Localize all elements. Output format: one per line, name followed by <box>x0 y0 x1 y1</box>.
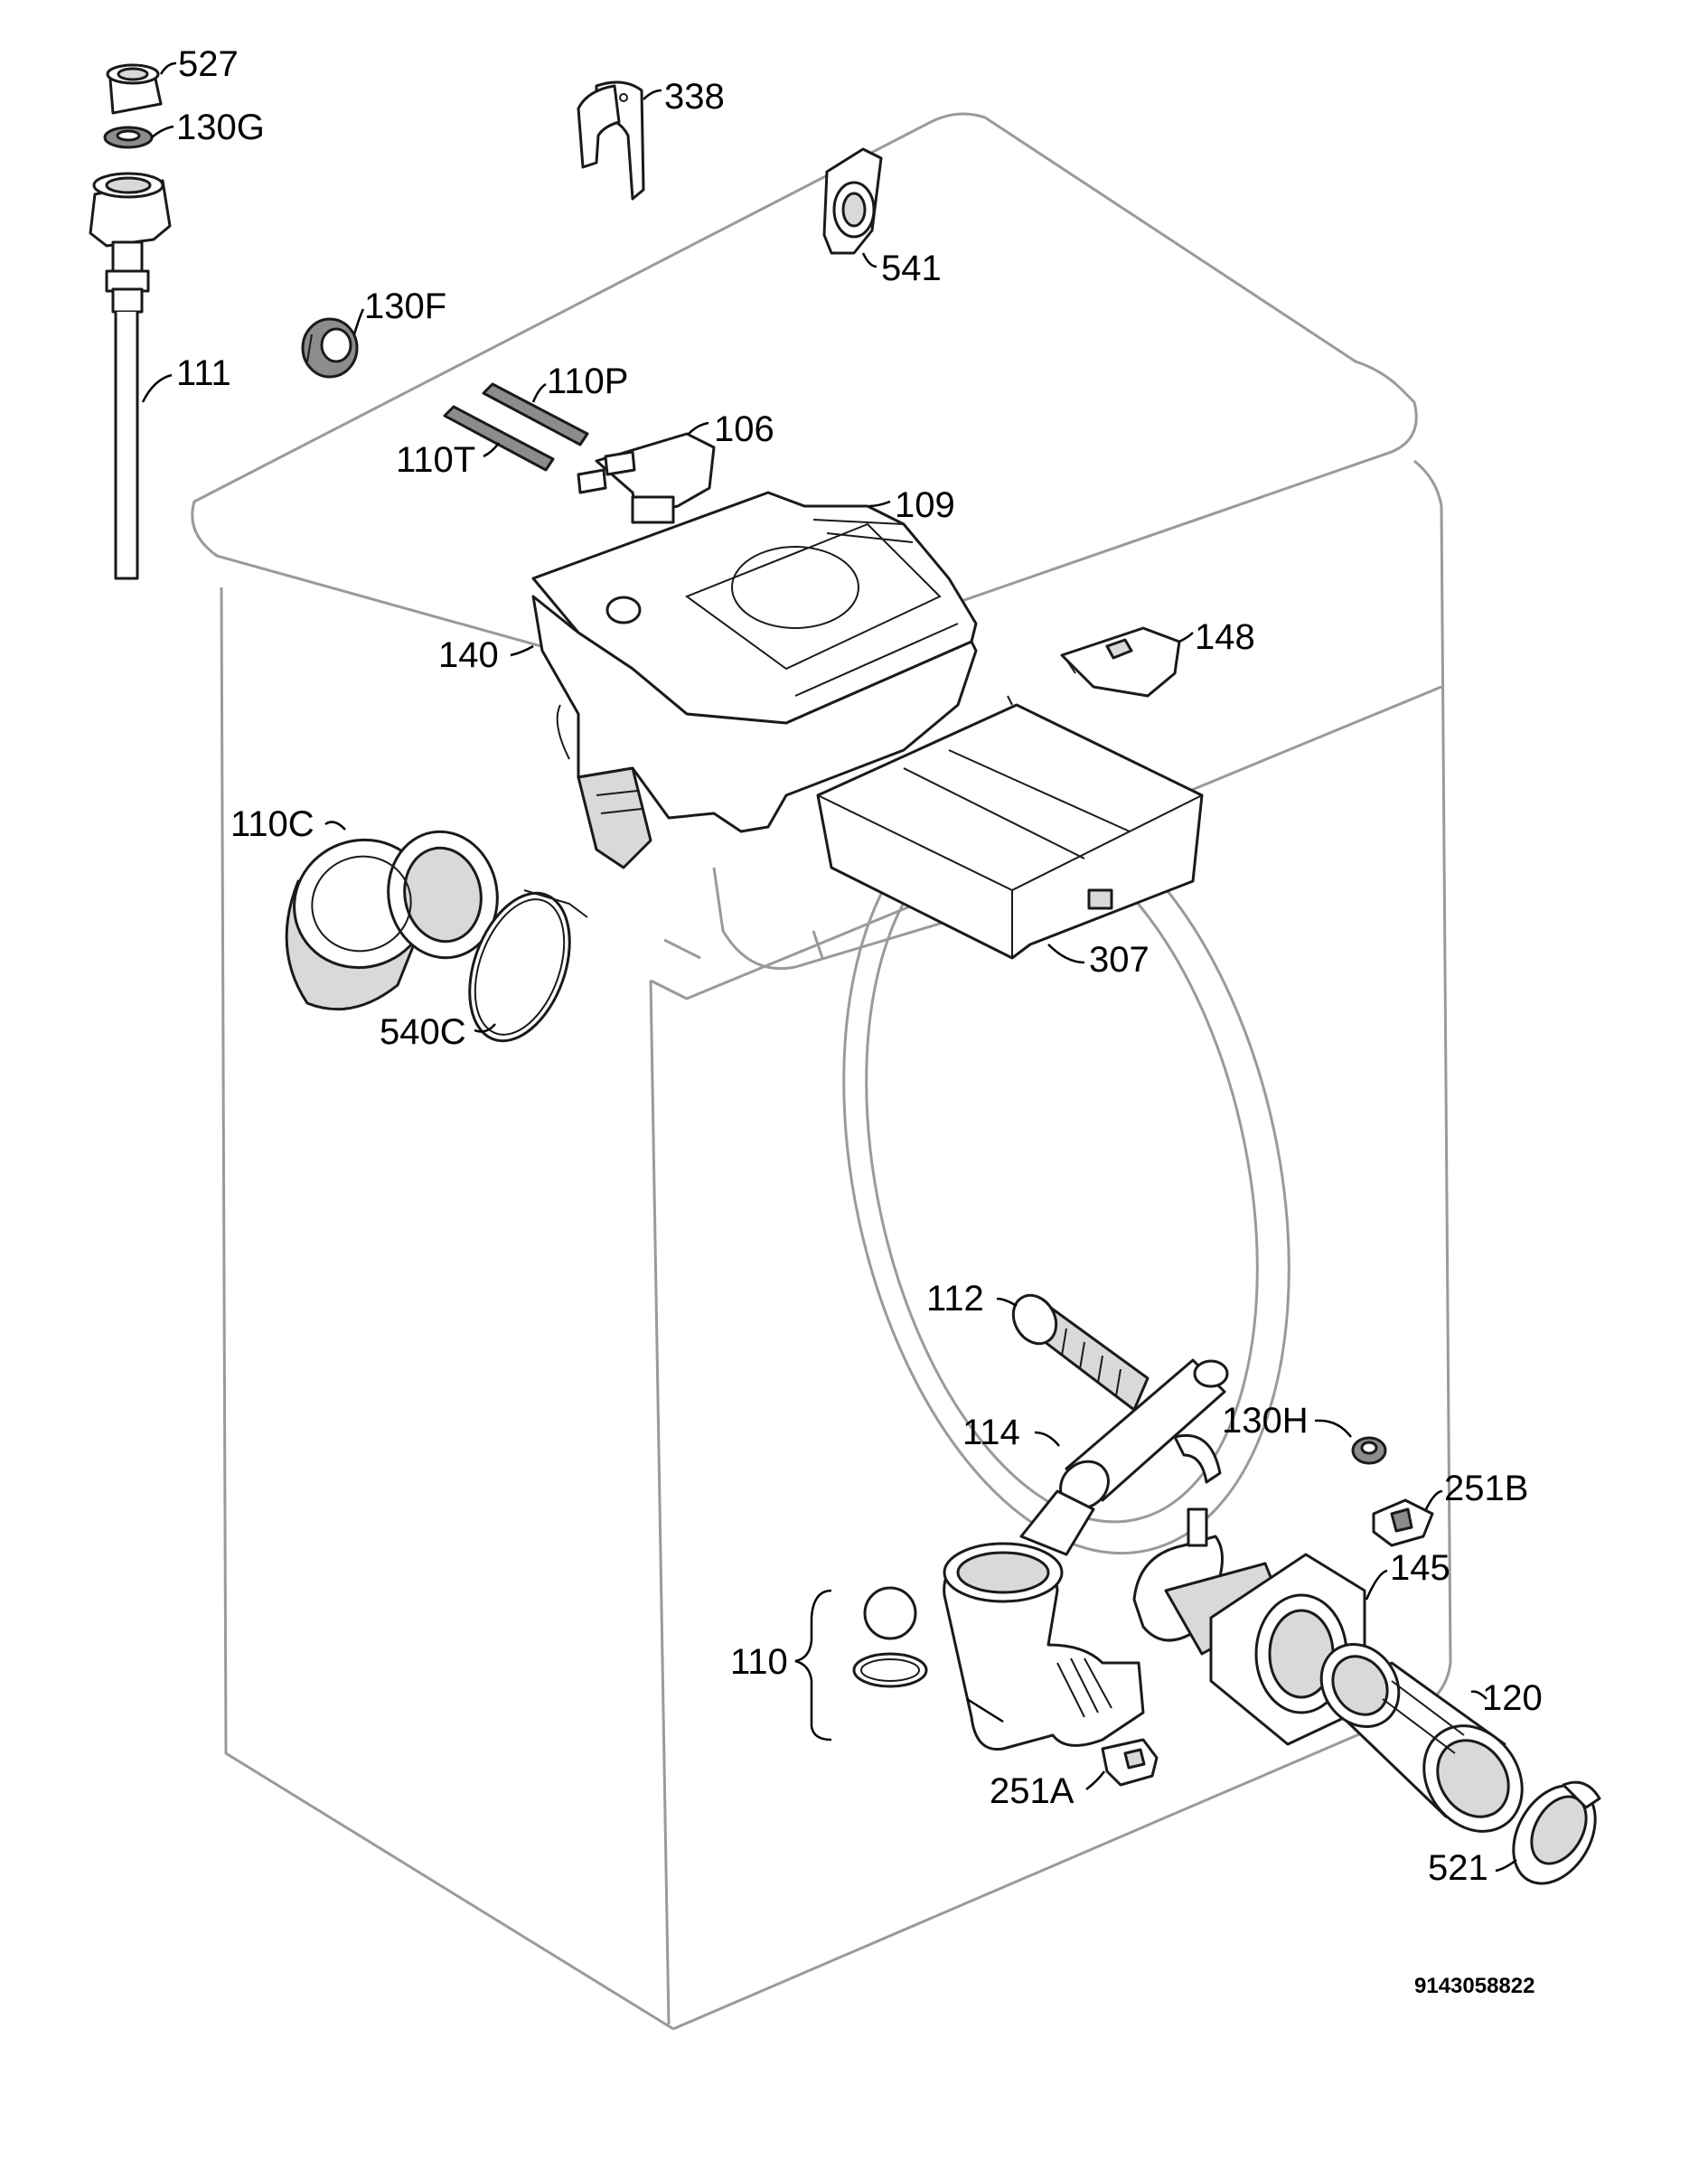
part-251B-clip <box>1372 1498 1434 1547</box>
machine-front-panel-line-2 <box>663 938 701 960</box>
label-541: 541 <box>881 249 942 288</box>
label-251B: 251B <box>1444 1469 1528 1508</box>
part-527-hose-nut <box>106 63 163 115</box>
label-130G: 130G <box>176 108 265 147</box>
part-110T-tube <box>443 405 555 472</box>
part-521-filter-cap <box>1512 1780 1601 1885</box>
part-140-housing-body <box>531 595 978 869</box>
part-148-siphon-cap <box>1060 626 1181 698</box>
part-251A-clip <box>1101 1738 1159 1787</box>
label-110T: 110T <box>396 440 475 480</box>
label-110: 110 <box>730 1642 788 1682</box>
part-110P-tube <box>482 382 589 446</box>
machine-body <box>191 112 1452 2031</box>
label-338: 338 <box>664 77 725 117</box>
part-110C-sleeve <box>285 830 499 1011</box>
label-106: 106 <box>714 409 774 449</box>
part-130H-grommet <box>1351 1436 1387 1465</box>
label-120: 120 <box>1482 1678 1543 1718</box>
part-106-valve <box>577 432 716 524</box>
label-112: 112 <box>926 1279 984 1319</box>
drawer-opening <box>712 867 977 971</box>
label-540C: 540C <box>380 1012 466 1052</box>
part-110-ball <box>863 1586 917 1640</box>
leader-lines <box>141 61 1517 1873</box>
label-110P: 110P <box>547 362 628 401</box>
part-130F-grommet <box>301 317 359 379</box>
part-307-detergent-drawer <box>816 695 1204 960</box>
label-145: 145 <box>1390 1548 1450 1588</box>
label-521: 521 <box>1428 1848 1488 1888</box>
machine-top-lid <box>191 112 1418 690</box>
part-120-filter <box>1319 1642 1524 1833</box>
document-number: 9143058822 <box>1414 1974 1534 1998</box>
label-130F: 130F <box>364 286 446 326</box>
part-541-clip <box>822 147 883 255</box>
part-114-pipe <box>1059 1358 1229 1510</box>
part-111-inlet-hose <box>89 172 172 580</box>
label-251A: 251A <box>990 1771 1075 1811</box>
machine-left-side <box>220 587 674 2031</box>
part-110-drain-group <box>794 1489 1145 1751</box>
machine-front-edge <box>649 980 671 2025</box>
label-148: 148 <box>1195 617 1255 657</box>
label-140: 140 <box>438 635 499 675</box>
part-338-hose-guide <box>577 80 645 201</box>
part-110-bracket <box>794 1589 832 1742</box>
drawer-opening-inner <box>812 930 824 959</box>
label-527: 527 <box>178 44 239 84</box>
label-114: 114 <box>962 1413 1020 1452</box>
part-540C-clamp <box>468 889 588 1043</box>
label-111: 111 <box>176 353 231 393</box>
callout-labels: 527 130G 338 541 130F 111 110P 106 110T … <box>176 44 1543 1888</box>
label-110C: 110C <box>230 804 314 844</box>
part-130G-washer <box>103 126 154 149</box>
part-112-hose <box>1011 1293 1150 1412</box>
label-130H: 130H <box>1222 1401 1309 1441</box>
label-109: 109 <box>895 485 955 525</box>
label-307: 307 <box>1089 940 1150 980</box>
